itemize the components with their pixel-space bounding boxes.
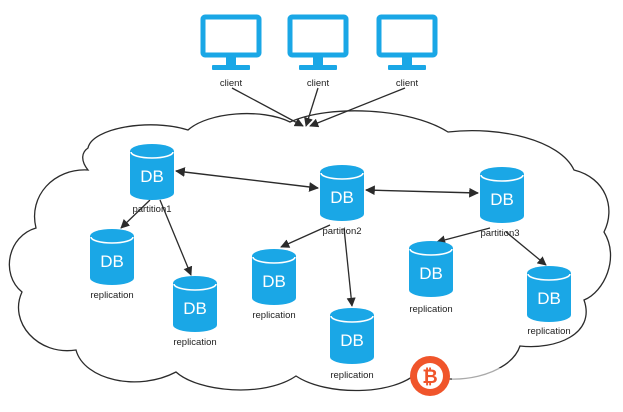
partition-label: partition2 (322, 226, 361, 237)
client-label: client (220, 78, 243, 89)
client-node-2: client (287, 14, 349, 89)
bitcoin-watermark: ₿ (410, 356, 612, 396)
db-label: DB (419, 264, 443, 283)
monitor-icon (376, 14, 438, 70)
replication-node-2: DB replication (173, 276, 217, 348)
replication-label: replication (252, 310, 295, 321)
client-edges (231, 87, 406, 128)
replication-node-1: DB replication (90, 229, 134, 301)
partition-node-2: DB partition2 (320, 165, 364, 237)
partition-edges (175, 167, 479, 198)
edge-client1-cloud (231, 87, 304, 127)
partition-node-3: DB partition3 (480, 167, 524, 239)
bitcoin-logo-icon: ₿ (410, 356, 450, 396)
monitor-icon (200, 14, 262, 70)
edge-p3-rep5 (436, 227, 491, 245)
replication-node-4: DB replication (330, 308, 374, 381)
client-label: client (307, 78, 330, 89)
monitor-icon (287, 14, 349, 70)
edge-p3-rep6 (505, 231, 547, 266)
edge-p1-rep1 (120, 199, 151, 229)
edge-client3-cloud (309, 87, 406, 128)
replication-label: replication (527, 326, 570, 337)
db-label: DB (262, 272, 286, 291)
replication-label: replication (330, 370, 373, 381)
edge-partition2-partition3 (365, 185, 479, 198)
bitcoin-glyph: ₿ (422, 366, 437, 388)
replication-node-5: DB replication (409, 241, 453, 315)
edge-p2-rep4 (343, 227, 356, 307)
edge-p2-rep3 (280, 224, 331, 248)
db-label: DB (330, 188, 354, 207)
replication-node-6: DB replication (527, 266, 571, 337)
partition-label: partition1 (132, 204, 171, 215)
edge-partition1-partition2 (175, 167, 319, 192)
db-label: DB (537, 289, 561, 308)
edge-p1-rep2 (159, 199, 193, 276)
partition-node-1: DB partition1 (130, 144, 174, 215)
db-label: DB (183, 299, 207, 318)
replication-label: replication (173, 337, 216, 348)
replication-label: replication (90, 290, 133, 301)
db-label: DB (100, 252, 124, 271)
partition-label: partition3 (480, 228, 519, 239)
edge-client2-cloud (304, 87, 319, 127)
client-node-3: client (376, 14, 438, 89)
db-label: DB (140, 167, 164, 186)
db-label: DB (340, 331, 364, 350)
client-label: client (396, 78, 419, 89)
replication-node-3: DB replication (252, 249, 296, 321)
db-label: DB (490, 190, 514, 209)
client-node-1: client (200, 14, 262, 89)
replication-edges (120, 199, 547, 307)
replication-label: replication (409, 304, 452, 315)
